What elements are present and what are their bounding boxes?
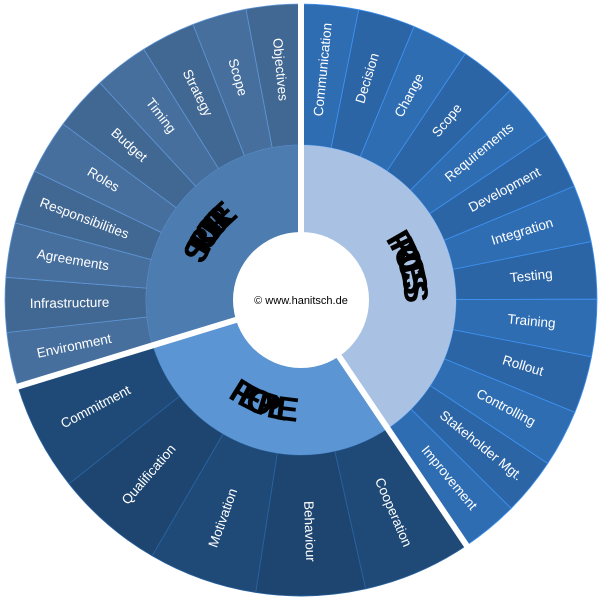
category-sector-people (152, 319, 388, 456)
sector-divider-people (334, 351, 472, 551)
category-sector-structure (145, 145, 301, 346)
segment-label-people-behaviour: Behaviour (301, 501, 318, 563)
segment-label-process-training: Training (507, 311, 556, 331)
category-title-letter: E (274, 389, 301, 430)
copyright-text: © www.hanitsch.de (254, 295, 348, 307)
inner-ring (145, 145, 456, 456)
sector-dividers (13, 0, 472, 551)
segment-label-process-testing: Testing (509, 266, 553, 285)
center-disc (233, 232, 369, 368)
segment-label-structure-objectives: Objectives (270, 37, 291, 101)
category-sector-process (301, 145, 456, 429)
category-title-letter: S (395, 279, 435, 304)
sector-divider-structure (13, 315, 241, 391)
category-title-letter: S (394, 269, 435, 297)
outer-ring (4, 3, 598, 597)
segment-label-structure-infrastructure: Infrastructure (30, 295, 110, 311)
